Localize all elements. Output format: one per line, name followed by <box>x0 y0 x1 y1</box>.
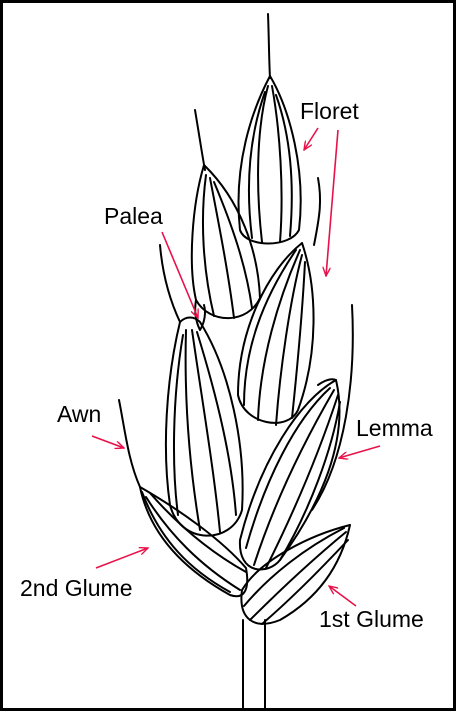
left-middle-floret <box>166 318 243 536</box>
upper-left-awn <box>195 110 205 170</box>
left-awn <box>119 400 140 487</box>
lower-right-floret <box>240 379 340 569</box>
lemma-arrow <box>339 446 380 458</box>
second-glume <box>140 487 247 596</box>
palea-label: Palea <box>104 203 163 229</box>
awn-label: Awn <box>57 401 101 427</box>
top-floret <box>239 76 301 244</box>
stem <box>243 620 265 709</box>
floret-arrow-right <box>326 130 338 276</box>
mid-left-awn <box>160 245 180 322</box>
lemma-label: Lemma <box>356 415 433 441</box>
upper-right-awn <box>314 178 320 245</box>
first-glume-label: 1st Glume <box>319 606 424 632</box>
top-awn <box>268 14 270 78</box>
pointer-arrows <box>92 128 380 606</box>
middle-right-floret <box>238 243 314 425</box>
second-glume-arrow <box>96 548 148 568</box>
second-glume-label: 2nd Glume <box>20 575 133 601</box>
awn-arrow <box>92 436 124 448</box>
floret-arrow-top <box>304 128 318 150</box>
first-glume-arrow <box>329 586 356 606</box>
floret-label: Floret <box>300 98 359 124</box>
